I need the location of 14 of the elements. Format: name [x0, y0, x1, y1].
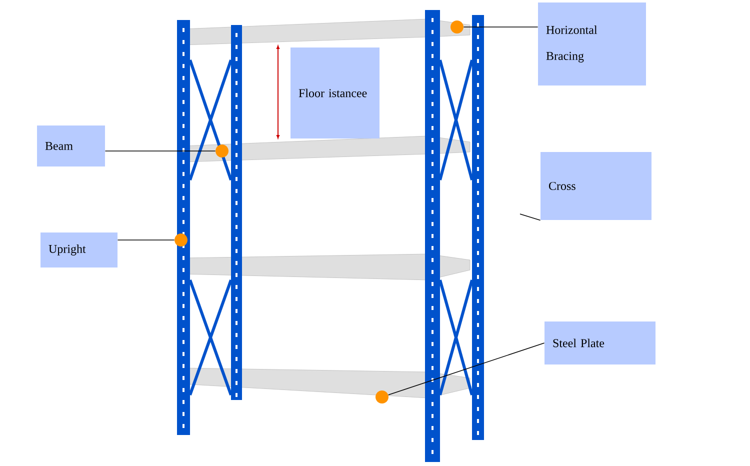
marker-dot [216, 144, 228, 158]
leader-line [463, 26, 538, 28]
leader-line [520, 214, 541, 221]
marker-dot [174, 234, 188, 246]
leader-line [104, 150, 216, 152]
label-box: Floor istancee [290, 48, 380, 138]
label-box: Cross [540, 152, 652, 220]
label-box: Beam [37, 126, 105, 166]
leader-line [388, 342, 545, 396]
label-box: Horizontal Bracing [538, 2, 646, 86]
label-box: Upright [40, 232, 118, 268]
label-box: Steel Plate [544, 322, 656, 364]
marker-dot [376, 390, 388, 404]
marker-dot [450, 20, 464, 34]
